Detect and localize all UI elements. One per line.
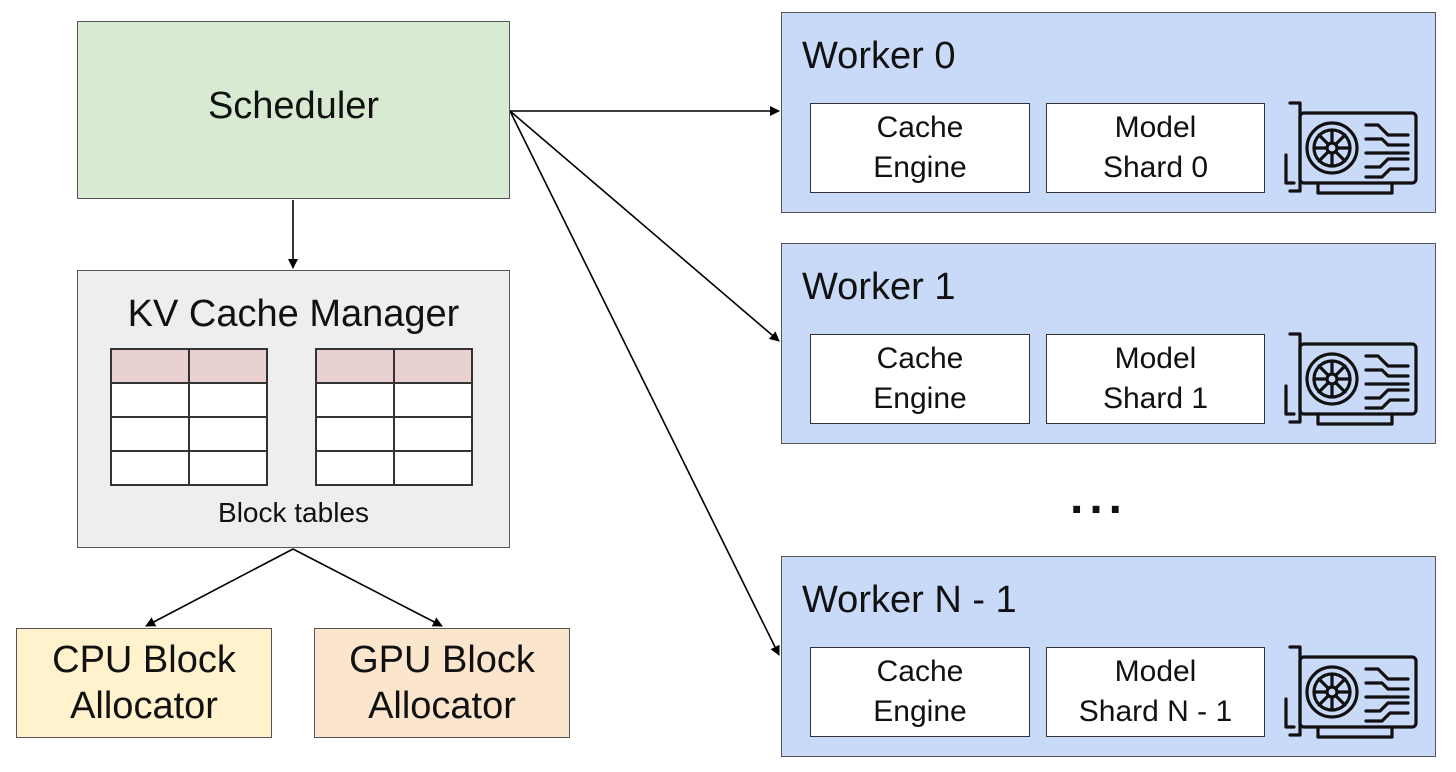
block-table-row — [315, 382, 473, 418]
worker-title: Worker 1 — [802, 266, 956, 308]
block-table-header-row — [110, 348, 268, 384]
gpu-icon — [1284, 645, 1418, 739]
block-table-cell — [188, 450, 268, 486]
scheduler-label: Scheduler — [207, 84, 380, 127]
cache-engine-box: Cache Engine — [810, 103, 1030, 193]
worker-1-box: Worker 1 Cache Engine Model Shard 1 — [781, 243, 1436, 444]
block-table-cell — [393, 450, 473, 486]
block-table-row — [315, 416, 473, 452]
scheduler-box: Scheduler — [77, 21, 510, 199]
arrow-scheduler-to-worker-1 — [509, 110, 780, 342]
cache-engine-box: Cache Engine — [810, 334, 1030, 424]
block-table-cell — [110, 382, 190, 418]
block-table-cell — [315, 450, 395, 486]
block-table-cell — [393, 416, 473, 452]
block-table-cell — [315, 416, 395, 452]
block-table-header-row — [315, 348, 473, 384]
cpu-block-allocator-label: CPU Block Allocator — [52, 639, 236, 727]
cache-engine-label: Cache Engine — [873, 342, 967, 415]
block-table-row — [110, 416, 268, 452]
block-table-right — [315, 348, 473, 486]
cache-engine-box: Cache Engine — [810, 647, 1030, 737]
block-table-cell — [110, 416, 190, 452]
gpu-block-allocator-label: GPU Block Allocator — [349, 639, 535, 727]
arrow-scheduler-to-worker-n-1 — [509, 110, 780, 656]
model-shard-label: Model Shard N - 1 — [1078, 655, 1233, 728]
model-shard-label: Model Shard 0 — [1102, 111, 1209, 184]
arrow-kv-manager-to-gpu-allocator — [292, 548, 443, 627]
block-table-cell — [110, 450, 190, 486]
block-table-cell — [188, 382, 268, 418]
cpu-block-allocator-box: CPU Block Allocator — [16, 628, 272, 738]
worker-title: Worker 0 — [802, 35, 956, 77]
model-shard-box: Model Shard N - 1 — [1046, 647, 1265, 737]
block-table-row — [110, 382, 268, 418]
workers-ellipsis: ... — [1070, 471, 1129, 524]
arrow-kv-manager-to-cpu-allocator — [145, 548, 294, 627]
block-tables-caption: Block tables — [218, 497, 369, 528]
model-shard-box: Model Shard 0 — [1046, 103, 1265, 193]
kv-cache-manager-title: KV Cache Manager — [127, 293, 460, 335]
block-table-row — [315, 450, 473, 486]
model-shard-box: Model Shard 1 — [1046, 334, 1265, 424]
block-table-row — [110, 450, 268, 486]
block-table-cell — [393, 382, 473, 418]
block-table-cell — [188, 348, 268, 384]
block-table-cell — [315, 382, 395, 418]
worker-title: Worker N - 1 — [802, 579, 1017, 621]
model-shard-label: Model Shard 1 — [1102, 342, 1209, 415]
block-table-cell — [110, 348, 190, 384]
gpu-icon — [1284, 332, 1418, 426]
block-table-cell — [188, 416, 268, 452]
cache-engine-label: Cache Engine — [873, 655, 967, 728]
block-table-cell — [315, 348, 395, 384]
gpu-icon — [1284, 101, 1418, 195]
worker-n-1-box: Worker N - 1 Cache Engine Model Shard N … — [781, 556, 1436, 757]
cache-engine-label: Cache Engine — [873, 111, 967, 184]
worker-0-box: Worker 0 Cache Engine Model Shard 0 — [781, 12, 1436, 213]
block-table-cell — [393, 348, 473, 384]
block-table-left — [110, 348, 268, 486]
gpu-block-allocator-box: GPU Block Allocator — [314, 628, 570, 738]
